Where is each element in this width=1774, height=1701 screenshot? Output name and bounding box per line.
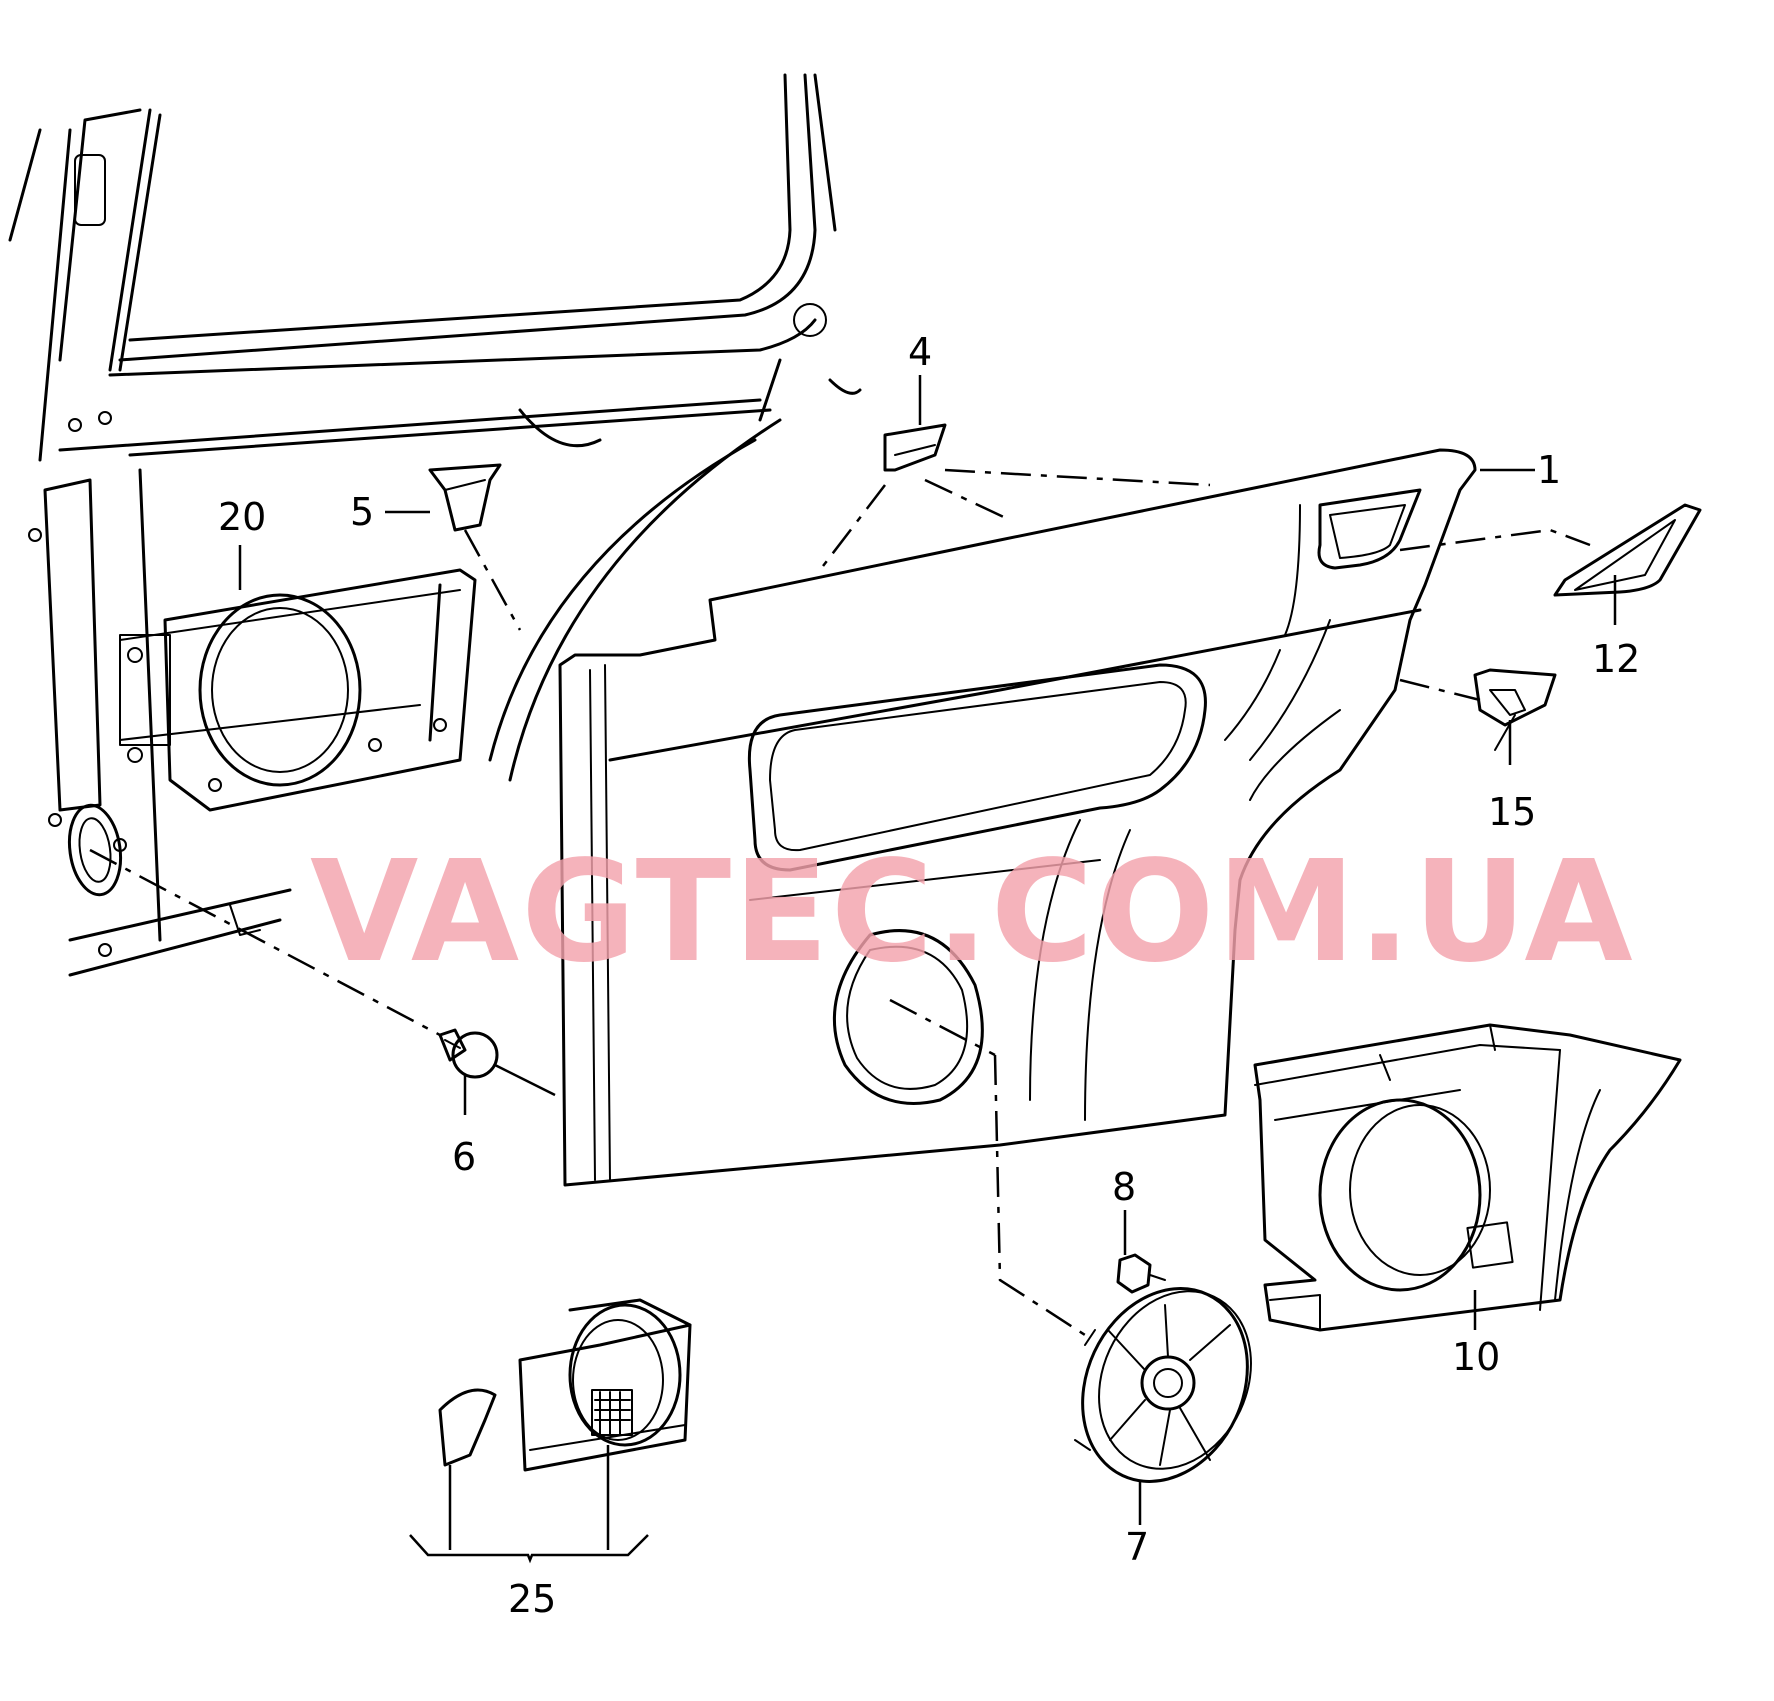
part-4-clip xyxy=(883,423,947,472)
part-15-clip xyxy=(1473,668,1557,751)
assembly-lines xyxy=(89,468,1591,1337)
callout-leaders xyxy=(238,375,1617,1564)
callout-8: 8 xyxy=(1112,1165,1136,1209)
callout-25: 25 xyxy=(508,1577,556,1621)
part-25-speaker-kit xyxy=(438,1298,692,1472)
callout-12: 12 xyxy=(1592,637,1640,681)
callout-6: 6 xyxy=(452,1135,476,1179)
part-10-speaker-housing xyxy=(1253,1023,1682,1332)
callout-4: 4 xyxy=(908,330,932,374)
callout-5: 5 xyxy=(350,490,374,534)
part-1-door-trim-panel xyxy=(558,448,1477,1187)
part-12-cover xyxy=(1553,503,1702,597)
part-7-loudspeaker xyxy=(1074,1287,1252,1483)
part-20-speaker-mount-plate xyxy=(119,568,477,812)
callout-20: 20 xyxy=(218,495,266,539)
part-6-clip xyxy=(438,1028,499,1079)
callout-labels: 1 4 5 6 7 8 10 12 15 20 25 xyxy=(218,330,1640,1621)
callout-1: 1 xyxy=(1537,448,1561,492)
part-8-nut xyxy=(1116,1253,1166,1294)
callout-7: 7 xyxy=(1125,1525,1149,1569)
callout-10: 10 xyxy=(1452,1335,1500,1379)
part-5-clip xyxy=(428,463,502,532)
door-shell xyxy=(8,73,862,977)
watermark-text: VAGTEC.COM.UA xyxy=(310,831,1635,994)
callout-15: 15 xyxy=(1488,790,1536,834)
